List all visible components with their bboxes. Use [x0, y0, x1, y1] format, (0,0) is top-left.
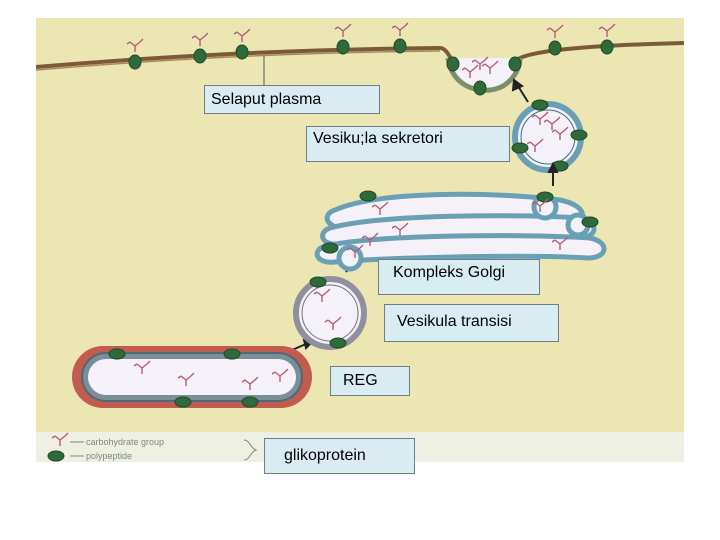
transition-vesicle — [296, 277, 364, 348]
plasma-membrane-label: Selaput plasma — [204, 85, 380, 114]
transition-vesicle-label: Vesikula transisi — [384, 304, 559, 342]
secretory-vesicle-label: Vesiku;la sekretori — [306, 126, 510, 162]
glycoprotein-label: glikoprotein — [264, 438, 415, 474]
polypeptide-icon — [48, 451, 64, 461]
legend-polypeptide-label: polypeptide — [86, 451, 132, 461]
golgi-complex — [317, 191, 604, 269]
rough-endoplasmic-reticulum — [72, 346, 312, 408]
reg-label: REG — [330, 366, 410, 396]
golgi-complex-label: Kompleks Golgi — [378, 259, 540, 295]
legend-carbohydrate-label: carbohydrate group — [86, 437, 164, 447]
